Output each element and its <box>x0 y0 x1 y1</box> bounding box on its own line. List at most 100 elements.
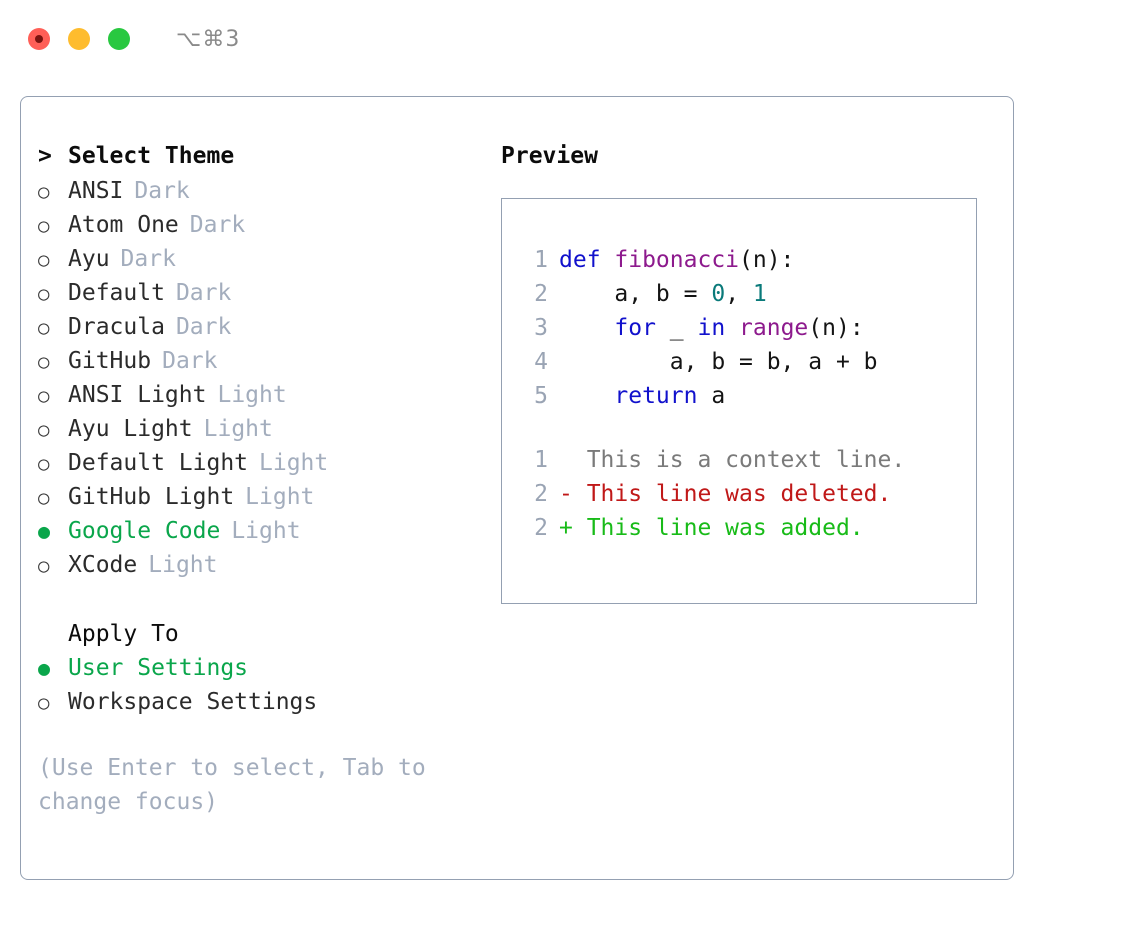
token-pln: a, b = b, a + b <box>559 349 878 375</box>
apply-to-list[interactable]: ● User Settings ○Workspace Settings <box>38 651 488 719</box>
preview-title: Preview <box>501 143 598 169</box>
theme-variant-tag: Dark <box>175 314 232 340</box>
theme-name: ANSI Light <box>68 382 207 408</box>
theme-variant-tag: Light <box>259 450 329 476</box>
diff-line: 1 This is a context line. <box>502 443 976 477</box>
select-theme-heading: > Select Theme <box>38 139 488 173</box>
apply-to-item[interactable]: ○Workspace Settings <box>38 685 488 719</box>
radio-unselected-icon[interactable]: ○ <box>38 283 50 305</box>
diff-sample: 1 This is a context line. 2 - This line wa… <box>502 443 976 545</box>
code-text: return a <box>559 379 725 413</box>
token-kw: in <box>697 315 726 341</box>
code-line: 4 a, b = b, a + b <box>502 345 976 379</box>
radio-unselected-icon[interactable]: ○ <box>38 453 50 475</box>
theme-list-item[interactable]: ○ GitHub Dark <box>38 344 488 378</box>
token-del: - This line was deleted. <box>559 481 892 507</box>
token-pln: , <box>725 281 753 307</box>
token-add: + This line was added. <box>559 515 864 541</box>
theme-variant-tag: Light <box>231 518 301 544</box>
radio-unselected-icon[interactable]: ○ <box>38 385 50 407</box>
window-controls <box>28 28 130 50</box>
minimize-button-icon[interactable] <box>68 28 90 50</box>
theme-name: Dracula <box>68 314 165 340</box>
apply-to-heading: ○ Apply To <box>38 617 488 651</box>
apply-to-name: User Settings <box>68 655 249 681</box>
line-number: 2 <box>534 481 548 507</box>
theme-list-item[interactable]: ○ Dracula Dark <box>38 310 488 344</box>
theme-name: ANSI <box>68 178 124 204</box>
radio-unselected-icon[interactable]: ○ <box>38 692 50 714</box>
token-pln: (n): <box>739 247 795 273</box>
theme-name: GitHub <box>68 348 152 374</box>
theme-variant-tag: Dark <box>120 246 176 272</box>
radio-selected-icon[interactable]: ● <box>38 656 51 680</box>
theme-list-item[interactable]: ● Google Code Light <box>38 514 488 548</box>
page-title: Select Theme <box>68 143 235 169</box>
theme-list-item[interactable]: ○ Default Light Light <box>38 446 488 480</box>
line-number: 1 <box>534 247 548 273</box>
theme-list-item[interactable]: ○ Default Dark <box>38 276 488 310</box>
token-kw: for <box>614 315 656 341</box>
radio-unselected-icon[interactable]: ○ <box>38 215 50 237</box>
radio-unselected-icon[interactable]: ○ <box>38 555 50 577</box>
theme-variant-tag: Light <box>203 416 273 442</box>
code-text: a, b = 0, 1 <box>559 277 766 311</box>
caret-icon: > <box>38 143 52 169</box>
token-fn: range <box>739 315 809 341</box>
theme-name: Ayu <box>68 246 110 272</box>
radio-unselected-icon[interactable]: ○ <box>38 351 50 373</box>
theme-variant-tag: Light <box>148 552 218 578</box>
theme-list-item[interactable]: ○ ANSI Light Light <box>38 378 488 412</box>
code-text: + This line was added. <box>559 511 864 545</box>
theme-variant-tag: Light <box>217 382 287 408</box>
line-number: 2 <box>534 281 548 307</box>
theme-name: GitHub Light <box>68 484 235 510</box>
theme-list-item[interactable]: ○ XCode Light <box>38 548 488 582</box>
token-ctx: This is a context line. <box>559 447 906 473</box>
line-number: 1 <box>534 447 548 473</box>
line-number: 5 <box>534 383 548 409</box>
radio-unselected-icon[interactable]: ○ <box>38 419 50 441</box>
title-bar: ⌥⌘3 <box>0 0 1140 78</box>
token-pln: _ <box>655 315 698 341</box>
radio-selected-icon[interactable]: ● <box>38 519 51 543</box>
theme-name: XCode <box>68 552 138 578</box>
theme-list-item[interactable]: ○ Ayu Dark <box>38 242 488 276</box>
token-fn: fibonacci <box>614 247 740 273</box>
theme-variant-tag: Dark <box>162 348 218 374</box>
theme-list-item[interactable]: ○ GitHub Light Light <box>38 480 488 514</box>
line-number: 3 <box>534 315 548 341</box>
code-text: for _ in range(n): <box>559 311 863 345</box>
radio-unselected-icon[interactable]: ○ <box>38 317 50 339</box>
radio-unselected-icon[interactable]: ○ <box>38 181 50 203</box>
token-pln <box>559 383 614 409</box>
keyboard-hint-text: (Use Enter to select, Tab to change focu… <box>38 755 426 815</box>
theme-name: Google Code <box>68 518 221 544</box>
diff-line: 2 - This line was deleted. <box>502 477 976 511</box>
apply-to-item[interactable]: ● User Settings <box>38 651 488 685</box>
line-number: 4 <box>534 349 548 375</box>
theme-variant-tag: Dark <box>189 212 246 238</box>
section-spacer <box>38 582 488 617</box>
theme-variant-tag: Dark <box>175 280 232 306</box>
code-text: a, b = b, a + b <box>559 345 878 379</box>
code-line: 2 a, b = 0, 1 <box>502 277 976 311</box>
theme-name: Default Light <box>68 450 249 476</box>
maximize-button-icon[interactable] <box>108 28 130 50</box>
theme-name: Default <box>68 280 165 306</box>
code-diff-spacer <box>502 413 976 443</box>
close-button-icon[interactable] <box>28 28 50 50</box>
radio-unselected-icon[interactable]: ○ <box>38 487 50 509</box>
theme-variant-tag: Light <box>245 484 315 510</box>
radio-unselected-icon[interactable]: ○ <box>38 249 50 271</box>
